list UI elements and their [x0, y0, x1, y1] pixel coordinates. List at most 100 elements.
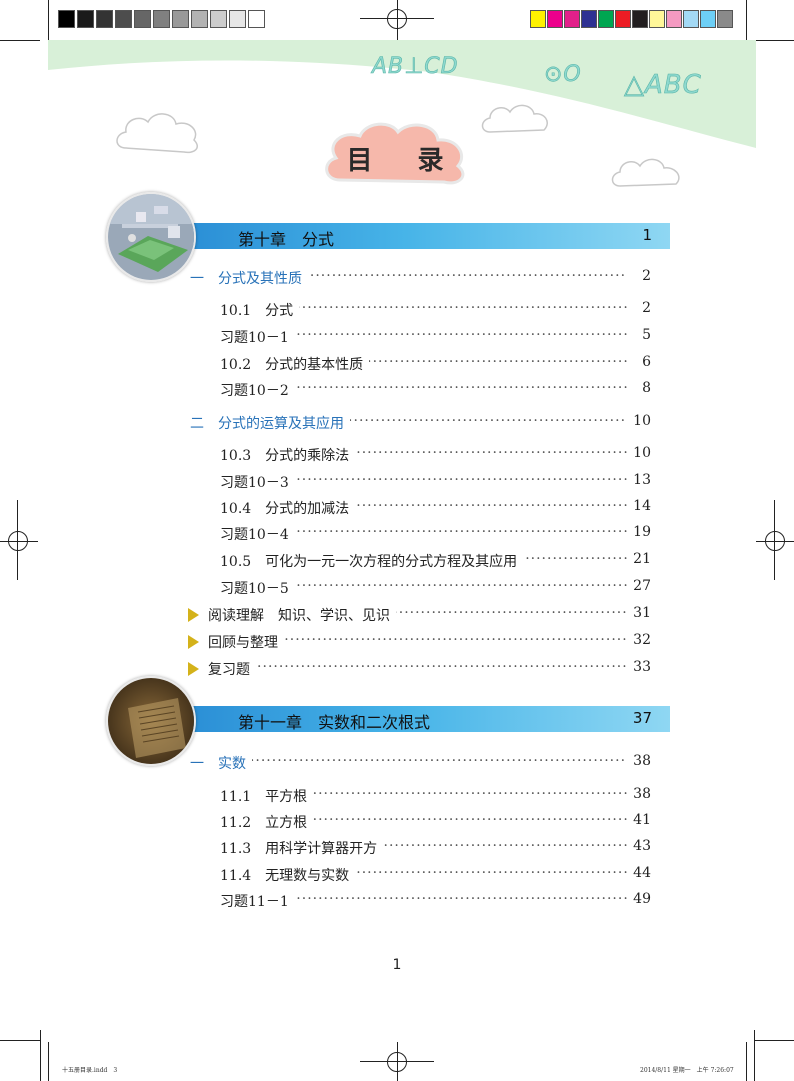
toc-entry-page: 38 — [627, 786, 651, 802]
toc-entry-label: 11.2 立方根 — [220, 812, 314, 832]
toc-entry-label: 10.5 可化为一元一次方程的分式方程及其应用 — [220, 551, 524, 571]
toc-entry-label: 习题10－5 — [220, 578, 295, 598]
toc-entry[interactable]: ········································… — [0, 380, 794, 402]
toc-entry[interactable]: ········································… — [0, 578, 794, 600]
toc-entry[interactable]: ········································… — [0, 327, 794, 349]
color-swatch — [547, 10, 563, 28]
chapter-10-page: 1 — [642, 226, 652, 244]
chapter-10-title: 第十章 分式 — [238, 230, 335, 249]
toc-entry-label: 阅读理解 知识、学识、见识 — [208, 605, 396, 625]
cloud-middle — [481, 104, 548, 133]
toc-entry[interactable]: ········································… — [0, 786, 794, 808]
gray-swatch — [191, 10, 208, 28]
leader-dots: ········································… — [208, 632, 627, 648]
toc-entry-label: 一 分式及其性质 — [190, 268, 308, 288]
toc-entry-page: 6 — [627, 354, 651, 370]
toc-entry[interactable]: ········································… — [0, 891, 794, 913]
leader-dots: ········································… — [208, 659, 627, 675]
toc-feature-entry[interactable]: ········································… — [0, 659, 794, 681]
header-band — [48, 40, 756, 148]
gray-swatch — [210, 10, 227, 28]
toc-entry-label: 复习题 — [208, 659, 256, 679]
toc-feature-entry[interactable]: ········································… — [0, 605, 794, 627]
toc-entry[interactable]: ········································… — [0, 354, 794, 376]
circuit-board-photo — [106, 192, 196, 282]
toc-entry-page: 19 — [627, 524, 651, 540]
toc-section-entry[interactable]: ········································… — [0, 753, 794, 775]
color-swatch — [700, 10, 716, 28]
perpendicular-notation: AB⊥CD — [372, 54, 459, 80]
toc-entry-label: 习题10－4 — [220, 524, 295, 544]
toc-entry-label: 习题10－1 — [220, 327, 295, 347]
toc-entry-page: 38 — [627, 753, 651, 769]
page-number: 1 — [392, 957, 402, 973]
toc-entry[interactable]: ········································… — [0, 524, 794, 546]
toc-entry-page: 13 — [627, 472, 651, 488]
toc-entry[interactable]: ········································… — [0, 865, 794, 887]
toc-entry-page: 21 — [627, 551, 651, 567]
cloud-right — [611, 158, 680, 187]
toc-section-entry[interactable]: ········································… — [0, 413, 794, 435]
toc-entry[interactable]: ········································… — [0, 300, 794, 322]
toc-entry-page: 14 — [627, 498, 651, 514]
toc-entry[interactable]: ········································… — [0, 472, 794, 494]
toc-feature-entry[interactable]: ········································… — [0, 632, 794, 654]
toc-entry-label: 11.4 无理数与实数 — [220, 865, 356, 885]
toc-entry-label: 习题10－3 — [220, 472, 295, 492]
chapter-10-bar[interactable]: 第十章 分式 1 — [190, 223, 670, 249]
ancient-inscription-photo — [106, 676, 196, 766]
gray-swatch — [115, 10, 132, 28]
toc-entry-label: 10.3 分式的乘除法 — [220, 445, 356, 465]
leader-dots: ········································… — [220, 524, 627, 540]
toc-entry-page: 2 — [627, 300, 651, 316]
toc-entry-label: 10.4 分式的加减法 — [220, 498, 356, 518]
gray-swatch — [96, 10, 113, 28]
toc-entry-label: 习题10－2 — [220, 380, 295, 400]
color-swatch — [717, 10, 733, 28]
leader-dots: ········································… — [190, 753, 627, 769]
date-slug: 2014/8/11 星期一 上午 7:26:07 — [640, 1067, 734, 1074]
chapter-11-page: 37 — [632, 709, 652, 727]
title-cloud — [325, 122, 465, 185]
toc-entry[interactable]: ········································… — [0, 838, 794, 860]
toc-entry-page: 5 — [627, 327, 651, 343]
toc-entry-label: 11.3 用科学计算器开方 — [220, 838, 384, 858]
toc-entry-page: 32 — [627, 632, 651, 648]
toc-entry-page: 10 — [627, 413, 651, 429]
chapter-11-bar[interactable]: 第十一章 实数和二次根式 37 — [190, 706, 670, 732]
gray-swatch — [153, 10, 170, 28]
leader-dots: ········································… — [220, 786, 627, 802]
triangle-bullet-icon — [188, 608, 199, 622]
toc-entry[interactable]: ········································… — [0, 445, 794, 467]
triangle-bullet-icon — [188, 662, 199, 676]
gray-swatch — [229, 10, 246, 28]
toc-entry-page: 10 — [627, 445, 651, 461]
leader-dots: ········································… — [220, 300, 627, 316]
toc-entry-page: 2 — [627, 268, 651, 284]
gray-swatch — [77, 10, 94, 28]
toc-entry-page: 33 — [627, 659, 651, 675]
toc-section-entry[interactable]: ········································… — [0, 268, 794, 290]
color-swatch — [598, 10, 614, 28]
toc-entry[interactable]: ········································… — [0, 551, 794, 573]
color-swatch — [615, 10, 631, 28]
color-swatch — [581, 10, 597, 28]
toc-entry-label: 11.1 平方根 — [220, 786, 314, 806]
toc-entry-label: 10.1 分式 — [220, 300, 300, 320]
leader-dots: ········································… — [220, 472, 627, 488]
color-swatch — [666, 10, 682, 28]
gray-swatch — [134, 10, 151, 28]
toc-entry-page: 49 — [627, 891, 651, 907]
color-swatch — [564, 10, 580, 28]
leader-dots: ········································… — [220, 578, 627, 594]
file-slug: 十五册目录.indd 3 — [62, 1067, 118, 1074]
leader-dots: ········································… — [220, 380, 627, 396]
toc-entry[interactable]: ········································… — [0, 498, 794, 520]
circle-notation: ⊙O — [544, 62, 582, 88]
gray-swatch — [248, 10, 265, 28]
leader-dots: ········································… — [220, 891, 627, 907]
toc-entry-page: 8 — [627, 380, 651, 396]
toc-entry-page: 44 — [627, 865, 651, 881]
toc-entry[interactable]: ········································… — [0, 812, 794, 834]
leader-dots: ········································… — [220, 327, 627, 343]
